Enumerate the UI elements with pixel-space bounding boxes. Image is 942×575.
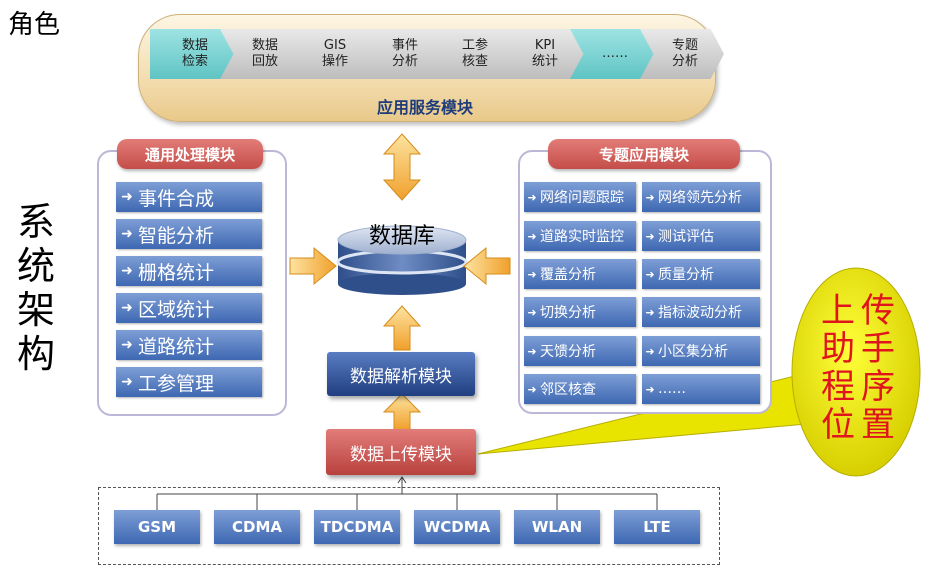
arrow-up-icon	[382, 305, 422, 351]
arrow-up-icon	[382, 393, 422, 431]
title-char: 构	[16, 332, 55, 376]
list-item[interactable]: ➜智能分析	[116, 219, 262, 249]
app-service-label: 应用服务模块	[376, 98, 473, 117]
callout-char: 助	[821, 329, 855, 369]
network-gsm[interactable]: GSM	[114, 510, 200, 544]
arrow-right-icon: ➜	[645, 344, 655, 358]
callout-char: 传	[861, 291, 895, 331]
data-parse-module[interactable]: 数据解析模块	[327, 352, 475, 396]
list-item[interactable]: ➜道路统计	[116, 330, 262, 360]
data-upload-module[interactable]: 数据上传模块	[326, 429, 476, 475]
callout-char: 位	[821, 405, 855, 445]
arrow-left-icon	[463, 246, 511, 286]
step-topic-analysis[interactable]: 专题分析	[640, 29, 724, 79]
arrow-right-icon: ➜	[645, 190, 655, 204]
step-data-playback[interactable]: 数据回放	[220, 29, 304, 79]
network-tree-lines	[156, 476, 658, 510]
arrow-right-icon: ➜	[527, 190, 537, 204]
list-item[interactable]: ➜工参管理	[116, 367, 262, 397]
list-item[interactable]: ➜质量分析	[642, 259, 760, 289]
network-lte[interactable]: LTE	[614, 510, 700, 544]
network-wlan[interactable]: WLAN	[514, 510, 600, 544]
list-item[interactable]: ➜事件合成	[116, 182, 262, 212]
arrow-right-icon: ➜	[121, 300, 133, 316]
network-tdcdma[interactable]: TDCDMA	[314, 510, 400, 544]
topic-module-title: 专题应用模块	[548, 139, 740, 169]
step-data-search[interactable]: 数据检索	[150, 29, 234, 79]
list-item[interactable]: ➜栅格统计	[116, 256, 262, 286]
arrow-right-icon: ➜	[645, 382, 655, 396]
arrow-right-icon: ➜	[121, 226, 133, 242]
list-item[interactable]: ➜测试评估	[642, 221, 760, 251]
list-item[interactable]: ➜邻区核查	[524, 374, 636, 404]
arrow-right-icon: ➜	[121, 263, 133, 279]
title-char: 架	[16, 288, 55, 332]
arrow-right-icon: ➜	[645, 267, 655, 281]
list-item[interactable]: ➜切换分析	[524, 297, 636, 327]
arrow-right-icon: ➜	[121, 189, 133, 205]
title-char: 统	[16, 244, 55, 288]
title-char: 系	[16, 200, 55, 244]
network-sources-frame	[98, 487, 720, 565]
callout-text: 上 助 程 位 传 手 序 置	[808, 292, 908, 444]
double-arrow-icon	[382, 133, 422, 201]
list-item[interactable]: ➜网络领先分析	[642, 182, 760, 212]
general-module-title: 通用处理模块	[117, 139, 263, 169]
list-item[interactable]: ➜道路实时监控	[524, 221, 636, 251]
list-item[interactable]: ➜……	[642, 374, 760, 404]
list-item[interactable]: ➜覆盖分析	[524, 259, 636, 289]
arrow-right-icon: ➜	[527, 229, 537, 243]
list-item[interactable]: ➜小区集分析	[642, 336, 760, 366]
arrow-right-icon: ➜	[121, 337, 133, 353]
list-item[interactable]: ➜指标波动分析	[642, 297, 760, 327]
callout-char: 手	[861, 329, 895, 369]
list-item[interactable]: ➜区域统计	[116, 293, 262, 323]
database-label: 数据库	[368, 224, 435, 249]
callout-char: 程	[821, 367, 855, 407]
arrow-right-icon: ➜	[645, 229, 655, 243]
list-item[interactable]: ➜网络问题跟踪	[524, 182, 636, 212]
callout-char: 置	[861, 405, 895, 445]
step-event-analysis[interactable]: 事件分析	[360, 29, 444, 79]
callout-char: 上	[821, 291, 855, 331]
arrow-right-icon: ➜	[527, 344, 537, 358]
role-label: 角色	[8, 10, 61, 40]
network-wcdma[interactable]: WCDMA	[414, 510, 500, 544]
arrow-right-icon: ➜	[121, 374, 133, 390]
database-cylinder-icon	[336, 225, 468, 295]
arrow-right-icon: ➜	[527, 382, 537, 396]
arrow-right-icon: ➜	[527, 267, 537, 281]
arrow-right-icon	[289, 246, 337, 286]
callout-char: 序	[861, 367, 895, 407]
step-param-check[interactable]: 工参核查	[430, 29, 514, 79]
arrow-right-icon: ➜	[645, 305, 655, 319]
list-item[interactable]: ➜天馈分析	[524, 336, 636, 366]
step-more[interactable]: ……	[570, 29, 654, 79]
arrow-right-icon: ➜	[527, 305, 537, 319]
system-architecture-title: 系 统 架 构	[14, 200, 58, 376]
network-cdma[interactable]: CDMA	[214, 510, 300, 544]
